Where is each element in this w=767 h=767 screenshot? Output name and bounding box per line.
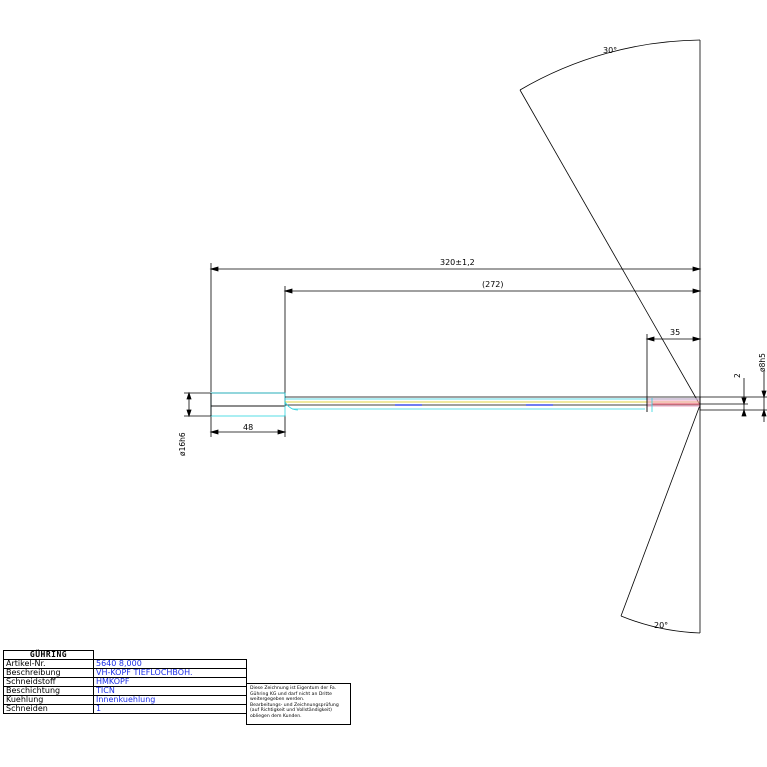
tip-offset-label: 2 bbox=[733, 373, 742, 378]
shank-cyan-outline bbox=[210, 392, 286, 417]
cooling-value: Innenkuehlung bbox=[93, 695, 247, 705]
cutting-edges-value: 1 bbox=[93, 704, 247, 714]
reference-length-label: (272) bbox=[482, 280, 504, 289]
angle-top-label: 30° bbox=[603, 46, 617, 55]
tip-length-dimension bbox=[645, 334, 702, 400]
shank bbox=[210, 392, 286, 407]
shank-diameter-label: ø16h6 bbox=[178, 432, 187, 456]
notice-line: Diese Zeichnung ist Eigentum der Fa. bbox=[250, 686, 337, 691]
tip-length-label: 35 bbox=[670, 328, 680, 337]
notice-line: (auf Richtigkeit und Vollständigkeit) bbox=[250, 708, 332, 714]
head-tip bbox=[647, 398, 700, 407]
shank-length-label: 48 bbox=[243, 423, 253, 432]
notice-line: Bearbeitungs- und Zeichnungsprüfung bbox=[250, 702, 339, 708]
notice-line: Gühring KG und darf nicht an Dritte bbox=[250, 691, 332, 697]
head-diameter-label: ø8h5 bbox=[758, 353, 767, 372]
reference-length-dimension bbox=[283, 286, 702, 395]
angle-construction bbox=[519, 39, 701, 634]
cutting-material-value: HMKOPF bbox=[93, 677, 247, 687]
drill-body bbox=[210, 392, 701, 417]
angle-bottom-label: 20° bbox=[654, 621, 668, 630]
ownership-notice: Diese Zeichnung ist Eigentum der Fa. Güh… bbox=[246, 683, 351, 725]
overall-length-label: 320±1,2 bbox=[440, 258, 475, 267]
head-diameter-dimension bbox=[700, 372, 767, 422]
title-block: GÜHRING Artikel-Nr. 5640 8,000 Beschreib… bbox=[3, 650, 247, 714]
overall-length-dimension bbox=[209, 263, 702, 392]
notice-line: obliegen dem Kunden. bbox=[250, 713, 302, 719]
shank-length-dimension bbox=[209, 415, 287, 437]
shank-diameter-dimension bbox=[184, 391, 211, 418]
title-row-cutting-edges: Schneiden 1 bbox=[3, 704, 247, 714]
notice-line: weitergegeben werden. bbox=[250, 697, 305, 703]
cutting-edges-label: Schneiden bbox=[3, 704, 94, 714]
